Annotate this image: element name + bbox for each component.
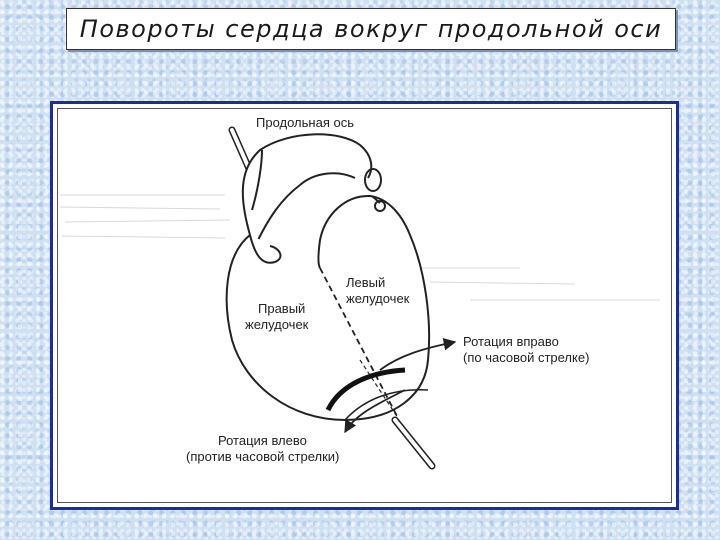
heart-outline	[227, 134, 429, 420]
rotation-right-label-1: Ротация вправо	[463, 334, 559, 349]
axis-label: Продольная ось	[256, 115, 354, 130]
right-ventricle-label-2: желудочек	[245, 317, 309, 332]
left-ventricle-label-2: желудочек	[346, 291, 410, 306]
left-ventricle-label-1: Левый	[346, 275, 385, 290]
rotation-left-label-1: Ротация влево	[218, 433, 307, 448]
right-ventricle-label-1: Правый	[258, 301, 305, 316]
rotation-right-label-2: (по часовой стрелке)	[463, 350, 589, 365]
rotation-left-label-2: (против часовой стрелки)	[186, 449, 339, 464]
